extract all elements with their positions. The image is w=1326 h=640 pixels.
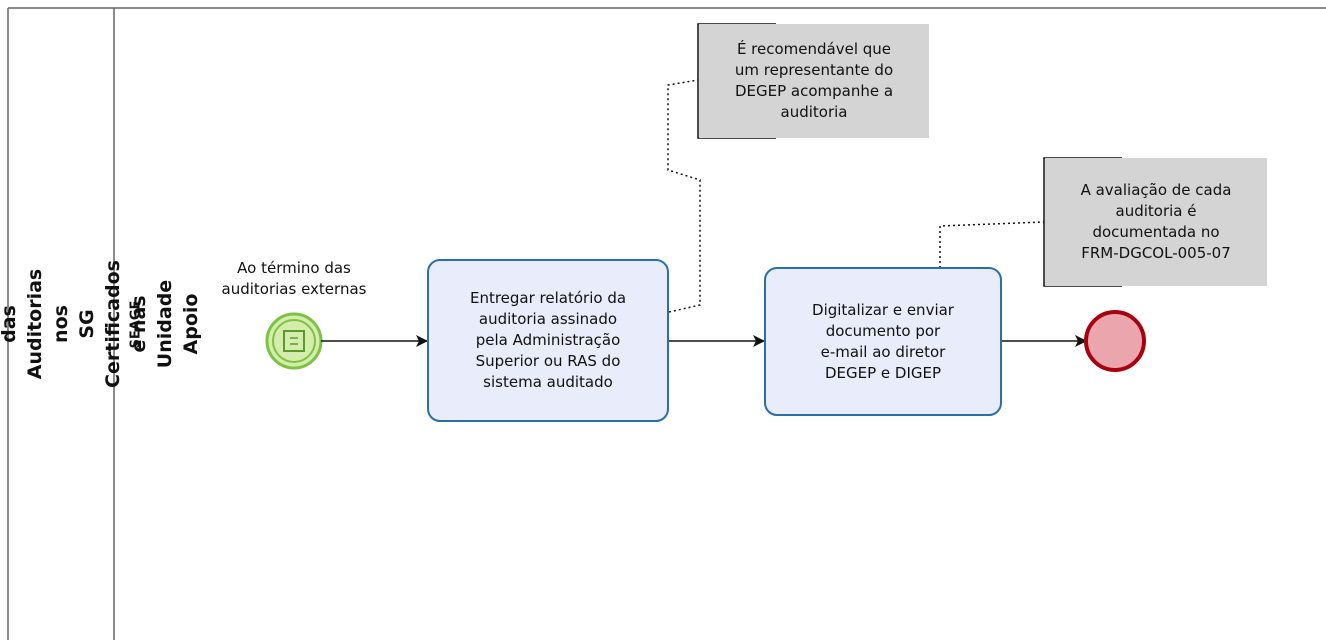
task-label-line: DEGEP e DIGEP [824,363,942,382]
task-digitalizar-enviar[interactable]: Digitalizar e enviar documento por e-mai… [764,267,1002,416]
task-label-line: pela Administração [475,331,621,349]
task-label-line: e-mail ao diretor [820,342,946,361]
pool-title: Promover e Apoiar a Realização das Audit… [0,260,204,388]
pool-header: Promover e Apoiar a Realização das Audit… [0,8,202,640]
annotation-line: FRM-DGCOL-005-07 [1081,244,1231,262]
start-event-label-line: auditorias externas [221,280,367,298]
annotation-line: auditoria [780,103,848,121]
task-entregar-relatorio[interactable]: Entregar relatório da auditoria assinado… [427,259,669,422]
annotation-text: A avaliação de cada auditoria é document… [1081,180,1232,264]
lane-title: SEAGE [128,300,144,348]
annotation-line: DEGEP acompanhe a [734,82,894,100]
pool-frame [7,7,1326,640]
annotation-line: documentada no [1092,223,1220,241]
text-annotation-1[interactable]: É recomendável que um representante do D… [699,24,929,138]
association-line-2 [939,221,1045,268]
lane-header: SEAGE [114,8,158,640]
annotation-line: auditoria é [1115,202,1197,220]
task-label-line: documento por [825,321,941,340]
task-label-line: sistema auditado [483,373,613,391]
task-label: Digitalizar e enviar documento por e-mai… [812,300,954,384]
task-label-line: Superior ou RAS do [475,352,621,370]
annotation-line: É recomendável que [736,40,892,58]
task-label-line: auditoria assinado [478,310,618,328]
task-label-line: Entregar relatório da [469,289,627,307]
annotation-text: É recomendável que um representante do D… [735,39,893,123]
pool-title-line: Promover e Apoiar a Realização das Audit… [0,268,73,380]
end-event[interactable] [1084,310,1146,372]
association-line-1 [667,79,701,313]
annotation-line: um representante do [734,61,894,79]
start-event-label: Ao término das auditorias externas [194,258,394,300]
message-icon [283,330,305,352]
task-label: Entregar relatório da auditoria assinado… [470,288,626,393]
task-label-line: Digitalizar e enviar [812,300,954,319]
start-event-label-line: Ao término das [237,259,351,277]
text-annotation-2[interactable]: A avaliação de cada auditoria é document… [1045,158,1267,286]
annotation-line: A avaliação de cada [1080,181,1232,199]
